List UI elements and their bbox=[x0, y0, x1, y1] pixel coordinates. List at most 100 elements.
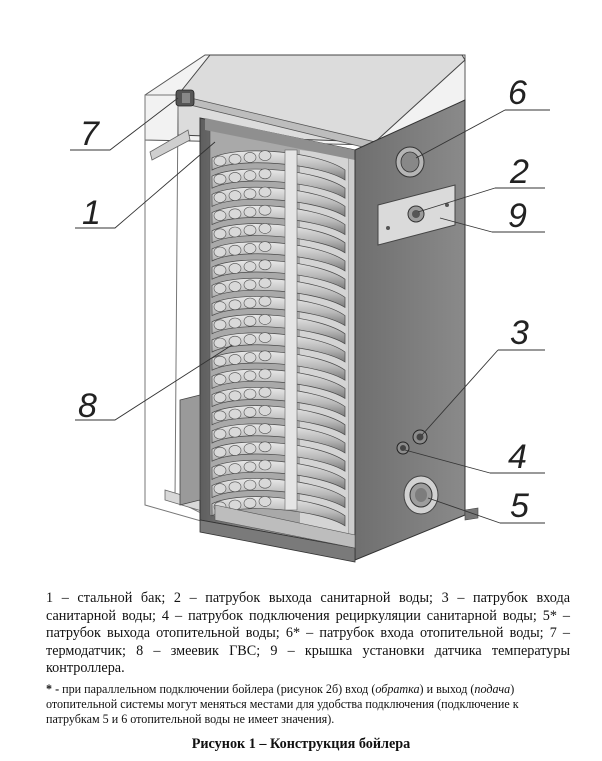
footnote-star: * - bbox=[46, 682, 60, 696]
callout-5: 5 bbox=[510, 487, 529, 525]
coil-tube-section bbox=[228, 281, 242, 292]
coil-tube-section bbox=[243, 279, 257, 291]
coil-tube-section bbox=[243, 243, 257, 254]
coil-tube-section bbox=[258, 423, 272, 434]
coil-tube-section bbox=[213, 337, 227, 349]
coil-tube-section bbox=[243, 370, 257, 382]
dhw-coil bbox=[211, 150, 346, 527]
callout-8: 8 bbox=[78, 387, 97, 425]
coil-tube-section bbox=[243, 425, 257, 436]
coil-tube-section bbox=[258, 350, 272, 362]
coil-tube-section bbox=[258, 459, 272, 471]
coil-tube-section bbox=[258, 496, 272, 507]
callout-2: 2 bbox=[510, 153, 529, 191]
callout-6: 6 bbox=[508, 74, 527, 112]
coil-tube-section bbox=[228, 153, 242, 165]
coil-tube-section bbox=[258, 204, 272, 216]
coil-tube-section bbox=[258, 223, 272, 234]
footnote-part-b: ) и выход ( bbox=[419, 682, 475, 696]
coil-tube-section bbox=[213, 410, 227, 422]
coil-tube-section bbox=[228, 426, 242, 438]
coil-tube-section bbox=[243, 406, 257, 418]
coil-tube-section bbox=[228, 299, 242, 311]
coil-tube-section bbox=[258, 386, 272, 398]
coil-tube-section bbox=[258, 405, 272, 416]
callout-7: 7 bbox=[80, 115, 99, 153]
coil-tube-section bbox=[228, 172, 242, 183]
coil-tube-section bbox=[243, 297, 257, 309]
coil-tube-section bbox=[258, 168, 272, 180]
coil-tube-section bbox=[228, 481, 242, 493]
coil-tube-section bbox=[258, 150, 272, 161]
coil-tube-section bbox=[243, 170, 257, 181]
legend-text: 1 – стальной бак; 2 – патрубок выхода са… bbox=[46, 590, 570, 676]
coil-tube-section bbox=[258, 277, 272, 289]
coil-tube-section bbox=[213, 392, 227, 403]
coil-tube-section bbox=[213, 173, 227, 185]
coil-tube-section bbox=[228, 208, 242, 220]
coil-tube-section bbox=[228, 317, 242, 329]
coil-tube-section bbox=[213, 283, 227, 294]
coil-tube-section bbox=[243, 152, 257, 163]
coil-tube-section bbox=[258, 186, 272, 198]
coil-tube-section bbox=[258, 332, 272, 343]
coil-tube-section bbox=[228, 372, 242, 383]
figure-legend: 1 – стальной бак; 2 – патрубок выхода са… bbox=[46, 590, 570, 678]
callout-9: 9 bbox=[508, 197, 527, 235]
coil-tube-section bbox=[243, 443, 257, 454]
coil-tube-section bbox=[228, 190, 242, 201]
coil-tube-section bbox=[228, 335, 242, 347]
coil-tube-section bbox=[213, 355, 227, 367]
coil-tube-section bbox=[258, 314, 272, 325]
coil-tube-section bbox=[243, 315, 257, 327]
coil-tube-section bbox=[228, 244, 242, 256]
coil-tube-section bbox=[213, 228, 227, 240]
coil-tube-section bbox=[213, 210, 227, 221]
coil-tube-section bbox=[213, 264, 227, 276]
callout-3: 3 bbox=[510, 314, 529, 352]
footnote-text: * - при параллельном подключении бойлера… bbox=[46, 682, 570, 728]
boiler-diagram: 7 1 8 6 2 9 3 4 5 bbox=[70, 54, 550, 563]
coil-tube-section bbox=[258, 259, 272, 271]
coil-tube-section bbox=[213, 155, 227, 167]
coil-tube-section bbox=[228, 226, 242, 238]
figure-title: Рисунок 1 – Конструкция бойлера bbox=[191, 736, 411, 752]
coil-tube-section bbox=[243, 224, 257, 236]
coil-tube-section bbox=[213, 319, 227, 331]
coil-tube-section bbox=[243, 188, 257, 200]
boiler-drawing bbox=[70, 54, 550, 563]
coil-tube-section bbox=[243, 334, 257, 345]
coil-tube-section bbox=[213, 301, 227, 312]
coil-tube-section bbox=[258, 295, 272, 307]
coil-tube-section bbox=[228, 408, 242, 420]
coil-tube-section bbox=[243, 497, 257, 509]
coil-tube-section bbox=[243, 461, 257, 473]
coil-tube-section bbox=[258, 368, 272, 380]
footnote-part-c: ) отопительной системы могут меняться ме… bbox=[46, 682, 519, 727]
callout-4: 4 bbox=[508, 438, 527, 476]
footnote-obratka: обратка bbox=[375, 682, 420, 696]
coil-tube-section bbox=[213, 465, 227, 476]
coil-tube-section bbox=[243, 479, 257, 491]
coil-tube-section bbox=[243, 352, 257, 363]
coil-tube-section bbox=[258, 441, 272, 453]
coil-tube-section bbox=[213, 483, 227, 494]
coil-tube-section bbox=[213, 192, 227, 203]
coil-tube-section bbox=[258, 241, 272, 252]
coil-tube-section bbox=[228, 354, 242, 365]
footnote: * - при параллельном подключении бойлера… bbox=[46, 682, 570, 728]
footnote-podacha: подача bbox=[474, 682, 511, 696]
coil-tube-section bbox=[213, 246, 227, 258]
coil-tube-section bbox=[228, 263, 242, 274]
coil-tube-section bbox=[228, 390, 242, 402]
footnote-part-a: при параллельном подключении бойлера (ри… bbox=[59, 682, 376, 696]
coil-tube-section bbox=[213, 446, 227, 458]
coil-tube-section bbox=[258, 477, 272, 489]
coil-tube-section bbox=[213, 374, 227, 385]
coil-tube-section bbox=[213, 428, 227, 440]
coil-tube-section bbox=[228, 445, 242, 456]
coil-tube-section bbox=[243, 388, 257, 400]
coil-tube-section bbox=[228, 463, 242, 474]
callout-1: 1 bbox=[82, 194, 101, 232]
coil-tube-section bbox=[243, 206, 257, 218]
